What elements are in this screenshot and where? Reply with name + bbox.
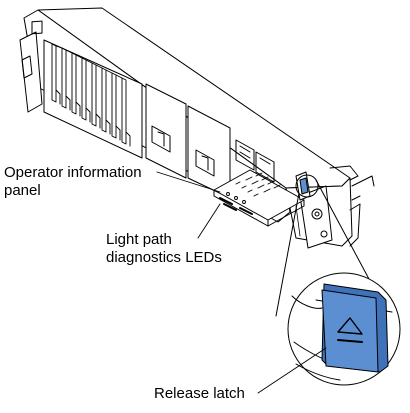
leader-release-latch	[257, 347, 327, 394]
leader-operator-panel	[156, 171, 221, 193]
operator-panel-label-line2: panel	[4, 182, 41, 199]
light-path-label-line1: Light path	[106, 231, 172, 248]
light-path-label-line2: diagnostics LEDs	[106, 249, 222, 266]
eject-icon	[337, 317, 363, 343]
leader-light-path	[197, 203, 221, 239]
drive-bays	[43, 39, 275, 199]
operator-info-panel	[213, 169, 319, 227]
release-latch-label: Release latch	[154, 385, 245, 402]
operator-panel-label: Operator information panel	[4, 164, 142, 200]
callout-leaders	[156, 171, 327, 394]
release-latch	[321, 283, 389, 373]
light-path-label: Light path diagnostics LEDs	[106, 231, 222, 267]
operator-panel-label-line1: Operator information	[4, 164, 142, 181]
